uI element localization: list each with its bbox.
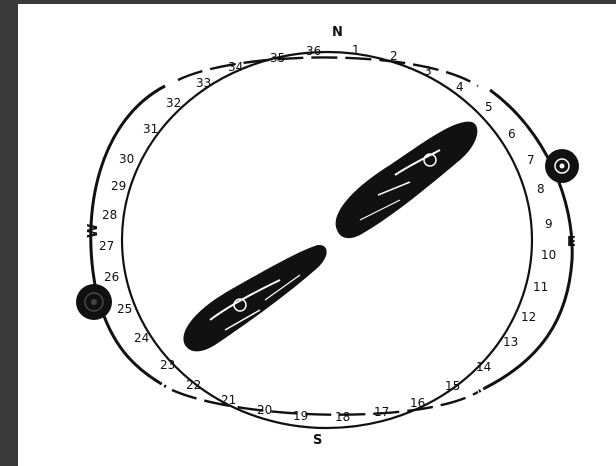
bearing-label: 32 bbox=[166, 96, 181, 110]
bearing-label: 23 bbox=[160, 358, 175, 372]
cardinal-south: S bbox=[313, 433, 322, 448]
bearing-label: 16 bbox=[410, 396, 425, 410]
bearing-label: 7 bbox=[527, 153, 535, 167]
bearing-label: 15 bbox=[445, 379, 460, 393]
bearing-label: 13 bbox=[503, 335, 518, 349]
bearing-label: 14 bbox=[476, 360, 491, 374]
aircraft-silhouette-icon bbox=[183, 245, 326, 351]
bearing-label: 1 bbox=[352, 43, 360, 57]
bearing-label: 35 bbox=[270, 51, 285, 65]
cardinal-east: E bbox=[567, 235, 576, 250]
bearing-label: 33 bbox=[196, 76, 211, 90]
bearing-label: 11 bbox=[533, 280, 548, 294]
cardinal-north: N bbox=[332, 25, 343, 40]
circular-target-icon bbox=[76, 284, 112, 320]
bearing-label: 31 bbox=[143, 122, 158, 136]
bearing-label: 26 bbox=[104, 270, 119, 284]
bearing-label: 20 bbox=[257, 403, 272, 417]
bearing-label: 9 bbox=[545, 217, 553, 231]
bearing-label: 3 bbox=[424, 64, 432, 78]
bearing-label: 34 bbox=[228, 60, 243, 74]
inner-ellipse bbox=[122, 52, 532, 428]
bearing-label: 21 bbox=[221, 393, 236, 407]
bearing-label: 30 bbox=[119, 152, 134, 166]
bearing-label: 36 bbox=[306, 44, 321, 58]
bearing-label: 10 bbox=[541, 248, 556, 262]
bearing-label: 18 bbox=[335, 410, 350, 424]
outer-arc-north bbox=[178, 57, 478, 86]
bearing-label: 8 bbox=[537, 182, 545, 196]
aircraft-silhouette-icon bbox=[336, 122, 478, 239]
bearing-label: 25 bbox=[117, 302, 132, 316]
bearing-label: 27 bbox=[99, 239, 114, 253]
bearing-label: 4 bbox=[456, 80, 464, 94]
bearing-label: 24 bbox=[134, 331, 149, 345]
bearing-label: 29 bbox=[111, 179, 126, 193]
circular-target-icon bbox=[545, 149, 579, 183]
bearing-label: 17 bbox=[374, 405, 389, 419]
cardinal-west: W bbox=[86, 224, 101, 238]
bearing-label: 22 bbox=[186, 378, 201, 392]
bearing-label: 19 bbox=[293, 409, 308, 423]
outer-arc-west-dots bbox=[160, 383, 168, 388]
bearing-label: 2 bbox=[390, 49, 398, 63]
bearing-label: 12 bbox=[521, 310, 536, 324]
bearing-label: 6 bbox=[508, 127, 516, 141]
bearing-label: 5 bbox=[485, 100, 493, 114]
bearing-label: 28 bbox=[102, 208, 117, 222]
